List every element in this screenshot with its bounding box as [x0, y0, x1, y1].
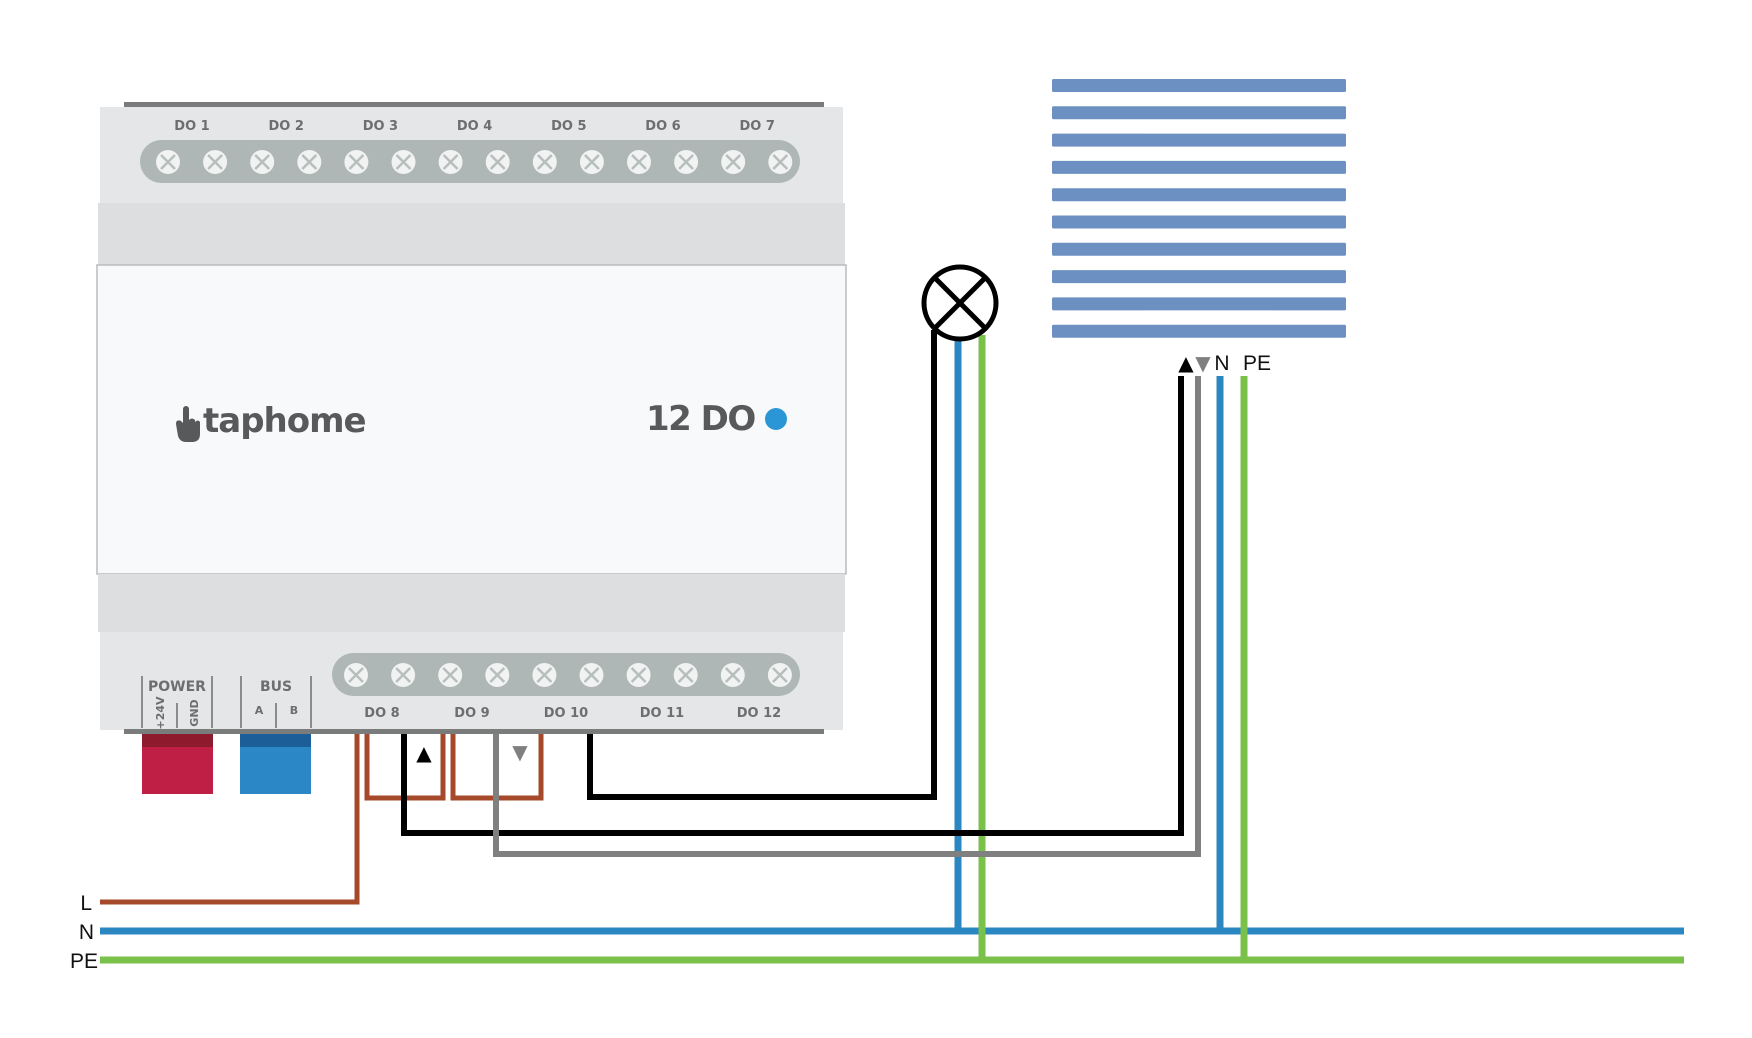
blind-slat	[1052, 297, 1346, 311]
wiring	[100, 330, 1684, 964]
blind-slat	[1052, 242, 1346, 256]
bus-pin-a: A	[255, 704, 264, 717]
screw-terminal-icon	[391, 150, 416, 174]
screw-terminal-icon	[156, 150, 180, 174]
top-output-label: DO 3	[363, 119, 398, 134]
upper-shoulder	[98, 203, 845, 265]
screw-terminal-icon	[344, 663, 368, 687]
neutral-line-label: N	[79, 921, 94, 944]
screw-terminal-icon	[768, 150, 793, 174]
blind-slat	[1052, 133, 1346, 147]
bottom-output-label: DO 8	[364, 706, 399, 721]
screw-terminal-icon	[674, 150, 699, 174]
lamp-phase-wire	[587, 330, 937, 800]
screw-terminal-icon	[673, 663, 698, 687]
phase-supply-line	[100, 734, 360, 905]
earth-line-label: PE	[70, 950, 98, 973]
top-output-label: DO 2	[268, 119, 303, 134]
screw-terminal-icon	[720, 663, 745, 687]
screw-terminal-icon	[579, 663, 604, 687]
top-screws	[156, 150, 793, 174]
screw-terminal-icon	[250, 150, 275, 174]
screw-terminal-icon	[579, 150, 604, 174]
blind-slat	[1052, 270, 1346, 284]
brand-logo-text: taphome	[203, 401, 366, 441]
lamp-icon	[921, 264, 999, 342]
screw-terminal-icon	[203, 150, 228, 174]
screw-terminal-icon	[297, 150, 322, 174]
bottom-output-labels: DO 8 DO 9 DO 10 DO 11 DO 12	[364, 706, 781, 721]
screw-terminal-icon	[626, 663, 651, 687]
bus-pin-b: B	[290, 704, 298, 717]
bus-label: BUS	[260, 679, 292, 695]
model-label: 12 DO	[646, 399, 755, 439]
top-rail	[124, 102, 824, 107]
power-bus-group: POWER BUS +24V GND A B	[141, 676, 312, 730]
top-output-labels: DO 1 DO 2 DO 3 DO 4 DO 5 DO 6 DO 7	[174, 119, 775, 134]
blind-slat	[1052, 188, 1346, 202]
blind-icon	[1052, 79, 1346, 338]
power-pin-gnd: GND	[188, 699, 201, 726]
down-relay-marker: ▼	[512, 740, 528, 764]
screw-terminal-icon	[767, 663, 792, 687]
top-output-label: DO 7	[739, 119, 774, 134]
screw-terminal-icon	[532, 663, 557, 687]
top-terminal-strip	[140, 140, 800, 183]
bottom-output-label: DO 12	[737, 706, 781, 721]
power-connector	[142, 747, 213, 794]
bottom-output-label: DO 10	[544, 706, 588, 721]
bus-connector-top	[240, 734, 311, 747]
blind-down-wire	[493, 376, 1201, 857]
bottom-output-label: DO 9	[454, 706, 489, 721]
blind-slat	[1052, 215, 1346, 229]
screw-terminal-icon	[485, 150, 510, 174]
phase-line-label: L	[80, 892, 92, 915]
bus-connector	[240, 747, 311, 794]
power-connector-top	[142, 734, 213, 747]
blind-slat	[1052, 160, 1346, 174]
screw-terminal-icon	[532, 150, 557, 174]
top-output-label: DO 6	[645, 119, 680, 134]
power-label: POWER	[148, 679, 206, 695]
top-output-label: DO 1	[174, 119, 209, 134]
blind-slat	[1052, 324, 1346, 338]
screw-terminal-icon	[438, 663, 463, 687]
screw-terminal-icon	[485, 663, 510, 687]
bottom-output-label: DO 11	[640, 706, 684, 721]
bottom-rail	[124, 729, 824, 734]
screw-terminal-icon	[391, 663, 416, 687]
status-led	[765, 408, 787, 430]
screw-terminal-icon	[344, 150, 369, 174]
bottom-screws	[344, 663, 792, 687]
blind-up-wire	[401, 376, 1184, 836]
screw-terminal-icon	[721, 150, 746, 174]
up-relay-marker: ▲	[416, 741, 432, 765]
blind-earth-terminal-label: PE	[1243, 352, 1271, 375]
lower-shoulder	[98, 574, 845, 632]
blind-up-terminal-label: ▲	[1178, 351, 1194, 375]
blind-down-terminal-label: ▼	[1195, 351, 1211, 375]
blind-slat	[1052, 79, 1346, 92]
blind-slat	[1052, 106, 1346, 120]
top-output-label: DO 4	[457, 119, 492, 134]
power-pin-24v: +24V	[154, 696, 167, 730]
top-output-label: DO 5	[551, 119, 586, 134]
screw-terminal-icon	[438, 150, 463, 174]
blind-neutral-terminal-label: N	[1214, 352, 1229, 375]
hand-pointer-icon	[176, 406, 200, 442]
screw-terminal-icon	[627, 150, 651, 174]
